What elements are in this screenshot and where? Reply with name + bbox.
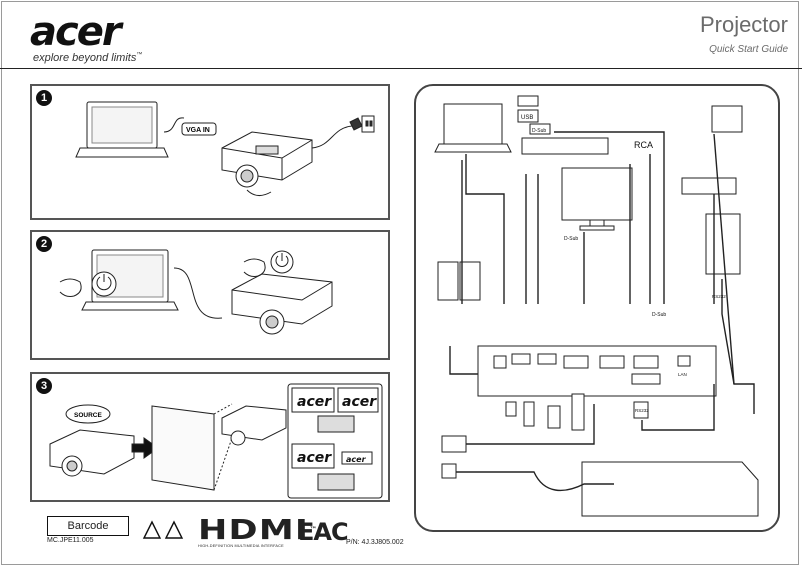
step-2-number: 2: [36, 236, 52, 252]
logo-sample-1: [291, 387, 335, 413]
acer-logo: acer: [30, 9, 122, 55]
hdmi-dongle-icon: [547, 405, 561, 429]
vga-in-callout: [181, 122, 217, 136]
laptop-icon: [443, 103, 503, 145]
usb-label: USB: [521, 115, 533, 121]
projection-screen: [151, 405, 215, 491]
step-2-illustration: [59, 249, 333, 335]
lan-label: LAN: [678, 372, 687, 377]
hand-icon: [243, 258, 266, 277]
connection-diagram-panel: RCA USB D-Sub D-Sub D-Sub RS232 RS232 LA…: [414, 84, 780, 532]
step-1-panel: 1 VGA IN: [30, 84, 390, 220]
step-1-illustration: VGA IN: [75, 101, 375, 196]
page-title: Projector: [699, 12, 788, 37]
audio-port: [493, 355, 507, 369]
logo-sample-4: [341, 451, 373, 465]
rs232-port: [631, 373, 661, 385]
step-3-illustration: SOURCE acer acer acer acer: [49, 383, 383, 499]
step-3-number: 3: [36, 378, 52, 394]
wall-outlet-icon: [711, 105, 743, 133]
usb-stick-icon: [517, 95, 539, 107]
usb-device-icon: [505, 401, 517, 417]
vga-port: [633, 355, 659, 369]
logo-sample-1-text: acer: [297, 394, 332, 410]
tagline: explore beyond limits™: [33, 52, 142, 64]
logo-sample-3: [291, 443, 335, 469]
part-number: P/N: 4J.3J805.002: [346, 539, 404, 546]
projector-icon: [581, 461, 759, 517]
cable: [641, 384, 715, 431]
hdmi-tagline: HIGH-DEFINITION MULTIMEDIA INTERFACE: [198, 544, 284, 548]
usb-device-icon: [523, 401, 535, 427]
power-plug-icon: [349, 117, 363, 131]
cable: [466, 404, 595, 445]
speaker-icon: [459, 261, 481, 301]
laptop-base-icon: [75, 147, 169, 158]
usb-label-box: [517, 109, 539, 123]
logo-sample-2: [337, 387, 379, 413]
header-divider: [0, 68, 802, 69]
lan-port: [677, 355, 691, 367]
rca-label: RCA: [634, 140, 653, 150]
logo-sample-4-text: acer: [346, 455, 367, 464]
laptop-power-icon: [91, 271, 117, 297]
hand-icon: [59, 278, 82, 297]
tagline-tm: ™: [136, 52, 143, 58]
logo-wordmark: acer: [30, 9, 122, 55]
cable: [449, 346, 478, 375]
barcode-box: Barcode: [47, 516, 129, 536]
tagline-text: explore beyond limits: [33, 52, 137, 64]
model-number: MC.JPE11.005: [47, 537, 94, 544]
cable: [713, 133, 735, 385]
logo-sample-2-text: acer: [342, 394, 377, 410]
footer: Barcode MC.JPE11.005 HDMI™ HIGH-DEFINITI…: [30, 510, 410, 560]
dvd-player-icon: [681, 177, 737, 195]
page-subtitle: Quick Start Guide: [709, 44, 788, 55]
hdmi-stick-icon: [571, 393, 585, 431]
eac-mark: EAC: [298, 518, 349, 546]
dsub-label: D-Sub: [564, 236, 578, 242]
cable: [465, 154, 505, 304]
keypad-icon: [317, 415, 355, 433]
recycle-icons: [142, 520, 184, 539]
rs232-connector-icon: [633, 401, 649, 419]
step-1-number: 1: [36, 90, 52, 106]
hdmi-logo-text: HDMI: [198, 513, 310, 546]
vga-in-label: VGA IN: [186, 127, 210, 134]
logo-sample-3-text: acer: [297, 450, 332, 466]
projector-power-icon: [270, 250, 294, 274]
recycle-icon: [142, 520, 162, 539]
hdmi-tm: ™: [309, 526, 318, 533]
monitor-icon: [561, 167, 633, 221]
dsub-label: D-Sub: [532, 128, 546, 134]
dsub-label: D-Sub: [652, 312, 666, 318]
step-2-panel: 2: [30, 230, 390, 360]
cable: [554, 131, 665, 304]
keypad-icon: [317, 473, 355, 491]
connection-diagram: RCA USB D-Sub D-Sub D-Sub RS232 RS232 LA…: [414, 84, 780, 532]
wall-outlet-icon: [441, 463, 457, 479]
vga-port: [563, 355, 589, 369]
vga-port: [599, 355, 625, 369]
hdmi-port: [511, 353, 531, 365]
source-button-callout: [65, 404, 111, 424]
display-icon: [441, 435, 467, 453]
hdmi-port: [537, 353, 557, 365]
av-receiver-icon: [521, 137, 609, 155]
arrow-icon: [131, 437, 159, 459]
recycle-icon: [164, 520, 184, 539]
power-cable: [456, 471, 614, 492]
hdmi-logo: HDMI™: [198, 516, 318, 544]
step-3-panel: 3 SOURCE acer acer acer acer: [30, 372, 390, 502]
dsub-label-box: [529, 123, 551, 135]
source-label: SOURCE: [74, 412, 102, 419]
rs232-label: RS232: [635, 408, 649, 413]
speaker-icon: [437, 261, 459, 301]
rs232-label: RS232: [712, 294, 726, 299]
